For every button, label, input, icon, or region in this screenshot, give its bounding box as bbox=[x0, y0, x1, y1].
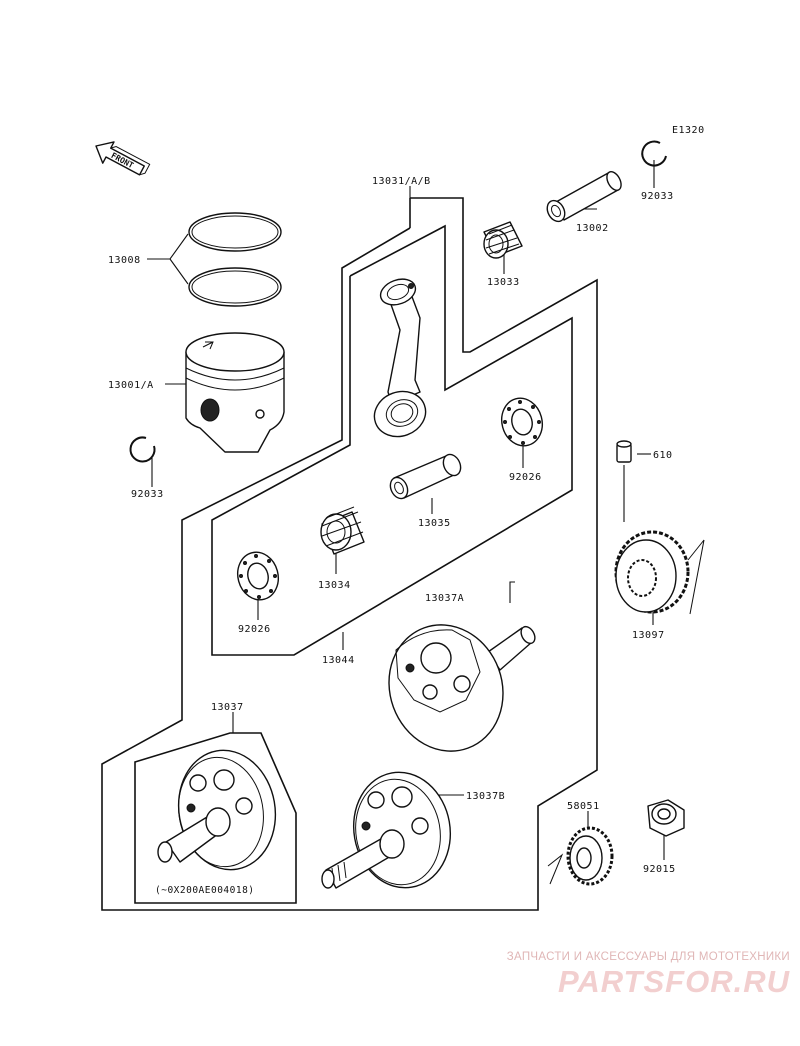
label-13034: 13034 bbox=[318, 580, 351, 591]
label-13008: 13008 bbox=[108, 255, 141, 266]
front-arrow-icon: FRONT bbox=[95, 141, 151, 176]
thrust-washer-left bbox=[237, 551, 279, 601]
label-13097: 13097 bbox=[632, 630, 665, 641]
circlip-right bbox=[641, 140, 667, 167]
small-end-bearing bbox=[483, 221, 523, 259]
label-13031-a-b: 13031/A/B bbox=[372, 176, 431, 187]
label-92015: 92015 bbox=[643, 864, 676, 875]
label-13033: 13033 bbox=[487, 277, 520, 288]
label-13002: 13002 bbox=[576, 223, 609, 234]
watermark-logo: PARTSFOR.RU bbox=[557, 964, 790, 999]
piston bbox=[185, 332, 285, 453]
dowel-pin bbox=[616, 440, 632, 463]
label-58051: 58051 bbox=[567, 801, 600, 812]
label-13044: 13044 bbox=[322, 655, 355, 666]
label-13001-a: 13001/A bbox=[108, 380, 154, 391]
label-13037: 13037 bbox=[211, 702, 244, 713]
watermark-tagline: ЗАПЧАСТИ И АКСЕССУАРЫ ДЛЯ МОТОТЕХНИКИ bbox=[506, 951, 790, 963]
label-92026-right: 92026 bbox=[509, 472, 542, 483]
crankshaft-half-left bbox=[157, 749, 277, 871]
circlip-left bbox=[129, 436, 156, 463]
drive-sprocket bbox=[547, 826, 614, 886]
label-13035: 13035 bbox=[418, 518, 451, 529]
label-92033-left: 92033 bbox=[131, 489, 164, 500]
crankshaft-half-a bbox=[388, 624, 536, 752]
thrust-washer-right bbox=[501, 397, 543, 447]
piston-pin bbox=[546, 171, 622, 223]
crankshaft-nut bbox=[647, 799, 685, 837]
primary-gear bbox=[614, 530, 705, 615]
crankshaft-half-b bbox=[321, 771, 452, 889]
serial-note: (~0X200AE004018) bbox=[155, 885, 255, 896]
label-610: 610 bbox=[653, 450, 673, 461]
crankshaft-assembly-frame bbox=[101, 197, 598, 911]
crankshaft-half-frame bbox=[134, 732, 297, 904]
label-13037a: 13037A bbox=[425, 593, 464, 604]
piston-rings bbox=[188, 212, 282, 307]
connecting-rod-kit-frame bbox=[211, 224, 573, 656]
label-13037b: 13037B bbox=[466, 791, 505, 802]
crank-pin bbox=[389, 453, 462, 500]
connecting-rod bbox=[373, 278, 427, 438]
big-end-bearing bbox=[320, 506, 365, 555]
diagram-code: E1320 bbox=[672, 125, 705, 136]
label-92026-left: 92026 bbox=[238, 624, 271, 635]
label-92033-top: 92033 bbox=[641, 191, 674, 202]
